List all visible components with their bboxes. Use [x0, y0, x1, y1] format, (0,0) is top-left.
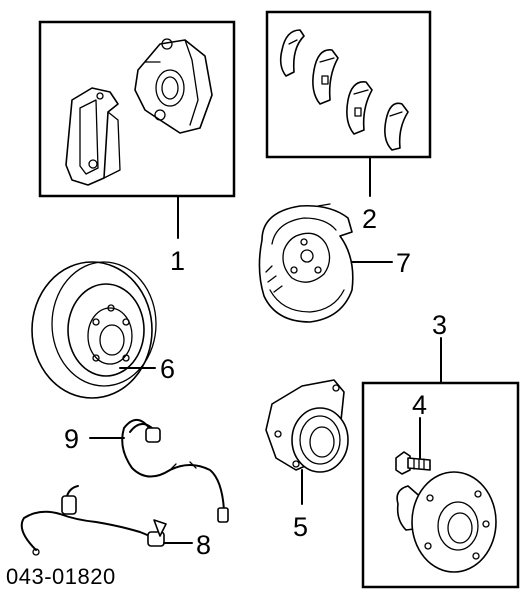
callout-3: 3	[432, 310, 447, 340]
brake-pad-4	[384, 102, 409, 151]
wheel-hub-part	[396, 471, 497, 573]
caliper-assembly-box	[38, 20, 236, 198]
brake-pads-group	[265, 10, 432, 159]
brake-rotor-part	[31, 261, 157, 399]
diagram-part-number: 043-01820	[6, 564, 116, 589]
callout-6: 6	[160, 354, 175, 384]
callout-8: 8	[196, 530, 211, 560]
hub-assembly-group	[361, 381, 520, 589]
caliper-assembly-group	[38, 20, 236, 198]
brake-pads-box	[265, 10, 432, 159]
caliper-bracket-part	[65, 87, 121, 186]
dust-shield-part	[258, 203, 354, 323]
hub-bolt-part	[395, 451, 431, 475]
abs-sensor-harness-lower	[20, 485, 167, 556]
brake-pad-1	[279, 29, 305, 77]
callout-4: 4	[412, 390, 427, 420]
brake-pad-3	[346, 81, 373, 135]
callout-1: 1	[170, 246, 185, 276]
hub-bearing-part	[265, 379, 349, 473]
brake-pad-2	[312, 49, 339, 105]
caliper-body-part	[134, 38, 213, 134]
callout-7: 7	[396, 248, 411, 278]
callout-5: 5	[293, 512, 308, 542]
abs-sensor-harness-upper	[121, 419, 229, 523]
callout-9: 9	[64, 424, 79, 454]
callout-2: 2	[362, 204, 377, 234]
